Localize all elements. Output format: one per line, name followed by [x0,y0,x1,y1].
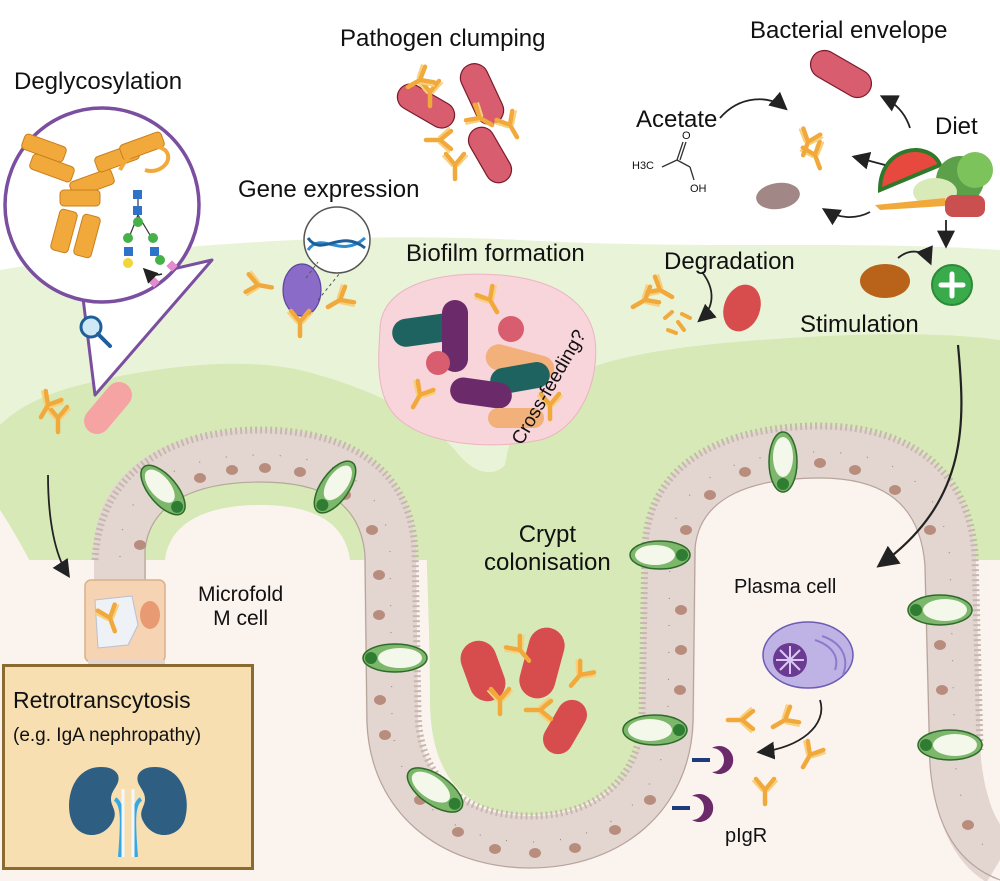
label-iga-nephropathy: (e.g. IgA nephropathy) [13,725,202,746]
label-plasma-cell: Plasma cell [734,576,837,598]
label-pigr: pIgR [725,825,768,847]
magnifier-icon [79,315,112,348]
food-icon [875,148,993,217]
label-pathogen-clumping: Pathogen clumping [340,25,546,52]
biofilm [378,273,597,446]
label-crypt-colonisation: Crypt colonisation [484,521,611,576]
envelope-bacterium [809,49,873,99]
label-gene-expression: Gene expression [238,176,420,203]
plasma-cell [762,621,854,689]
crypt-pathogens [460,627,596,755]
label-retrotranscytosis: Retrotranscytosis [13,687,191,713]
pathogen-clump [396,59,528,184]
acetate-oh: OH [690,183,707,195]
label-bacterial-envelope: Bacterial envelope [750,17,948,44]
dna-helix-icon [306,236,366,251]
goblet-cells [140,431,983,813]
taupe-bacterium [756,182,800,210]
arrows [47,91,963,760]
gene-expression-group [245,206,371,336]
kidney-icon [69,767,187,858]
acetate-h3c: H3C [632,160,655,172]
label-microfold-m-cell: Microfold M cell [198,583,284,631]
deglycosylation-zoom [3,106,214,397]
label-stimulation: Stimulation [800,311,919,338]
plus-icon [931,264,973,306]
brown-bacterium [860,264,910,298]
m-cell [84,579,166,667]
label-biofilm-formation: Biofilm formation [406,240,585,267]
label-degradation: Degradation [664,248,795,275]
pigr-receptor [672,746,734,823]
label-acetate: Acetate [636,106,718,133]
degradation-group [627,274,761,335]
label-diet: Diet [935,113,978,140]
retrotranscytosis-box: Retrotranscytosis (e.g. IgA nephropathy) [2,664,254,870]
label-deglycosylation: Deglycosylation [14,68,183,95]
acetate-o: O [682,130,691,142]
acetate-molecule [661,141,695,181]
commensal-bacterium [31,381,132,440]
